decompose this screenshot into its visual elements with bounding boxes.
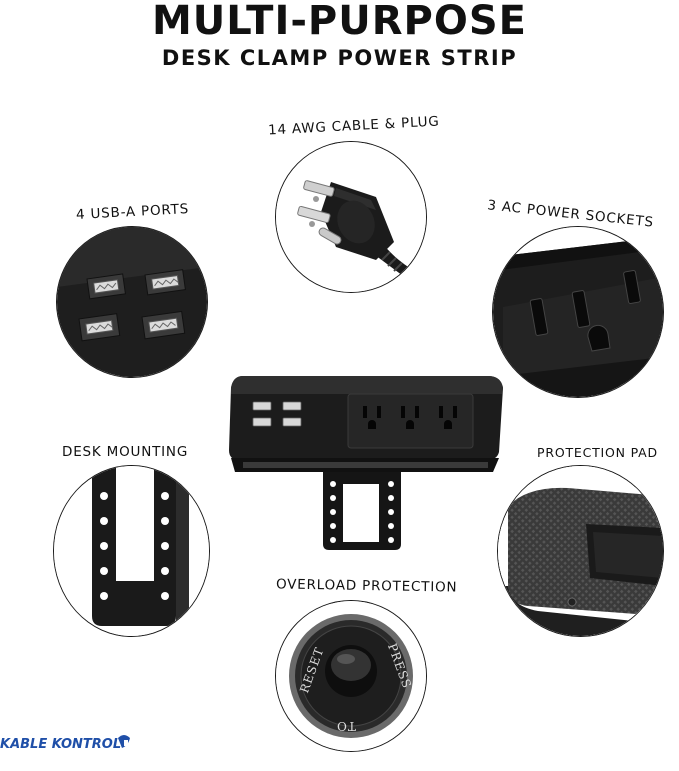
label-protection-pad: PROTECTION PAD bbox=[537, 445, 658, 460]
reset-text-bottom: TO bbox=[336, 719, 356, 733]
page-subtitle: DESK CLAMP POWER STRIP bbox=[161, 46, 518, 70]
power-strip-product bbox=[223, 372, 508, 562]
label-cable-plug: 14 AWG CABLE & PLUG bbox=[267, 113, 440, 139]
page-title: MULTI-PURPOSE bbox=[152, 0, 527, 44]
desk-mounting-photo bbox=[53, 465, 210, 637]
label-desk-mounting: DESK MOUNTING bbox=[62, 444, 189, 460]
brand-logo-text: KABLE KONTROL bbox=[0, 737, 121, 752]
label-overload-protection: OVERLOAD PROTECTION bbox=[275, 576, 458, 596]
label-usb-ports: 4 USB-A PORTS bbox=[75, 201, 190, 223]
ac-sockets-photo bbox=[492, 226, 664, 398]
kable-kontrol-logo: KABLE KONTROL bbox=[0, 728, 140, 758]
overload-reset-photo: RESET TO PRESS bbox=[275, 600, 427, 752]
protection-pad-photo bbox=[497, 465, 664, 637]
usb-ports-photo bbox=[56, 226, 208, 378]
plug-photo bbox=[275, 141, 427, 293]
